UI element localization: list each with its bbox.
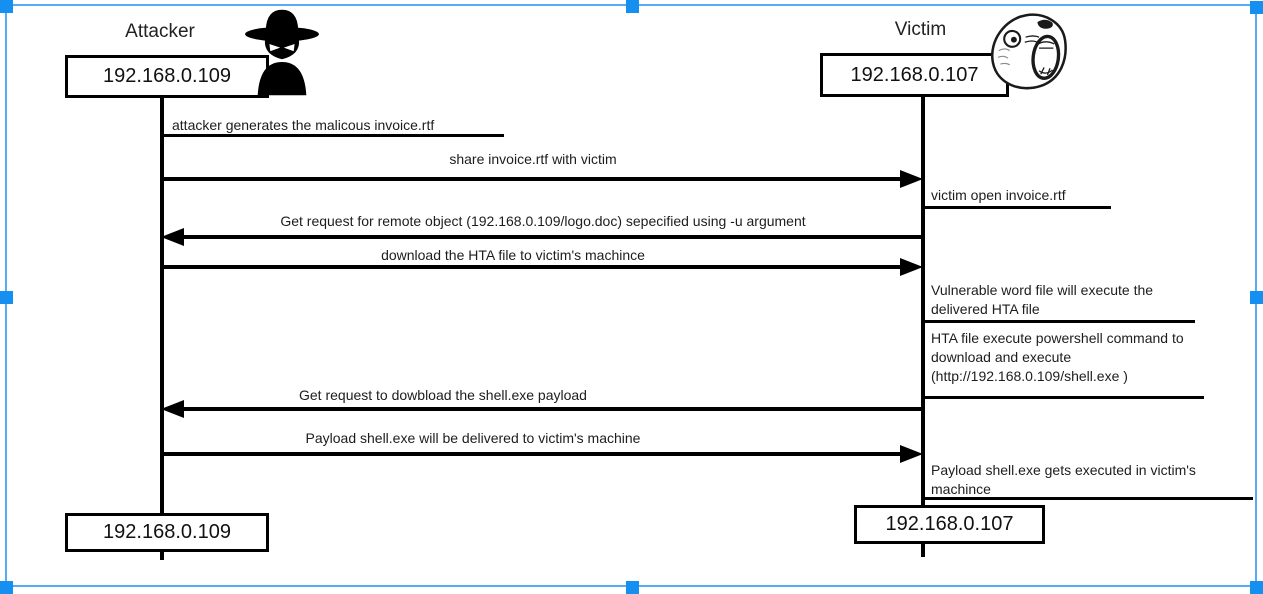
message-text-get-remote-object: Get request for remote object (192.168.0…	[280, 213, 806, 229]
attacker-lifeline	[160, 92, 164, 560]
resize-handle-bottom-center[interactable]	[626, 581, 639, 594]
resize-handle-bottom-left[interactable]	[0, 581, 13, 594]
resize-handle-top-center[interactable]	[626, 0, 639, 13]
attacker-label: Attacker	[125, 21, 195, 42]
message-line-get-shell	[184, 407, 924, 411]
resize-handle-top-left[interactable]	[0, 0, 13, 13]
note-underline-vulnerable-word	[923, 320, 1195, 323]
note-text-hta-powershell: HTA file execute powershell command to d…	[931, 330, 1184, 384]
resize-handle-bottom-right[interactable]	[1250, 581, 1263, 594]
victim-label: Victim	[894, 19, 947, 40]
resize-handle-middle-left[interactable]	[0, 291, 13, 304]
victim-ip-top: 192.168.0.107	[850, 63, 979, 86]
victim-ip-box-bottom: 192.168.0.107	[854, 505, 1045, 544]
note-underline-hta-powershell	[923, 396, 1204, 399]
message-line-payload-delivered	[163, 452, 903, 456]
note-underline-payload-executed	[925, 497, 1253, 500]
arrowhead-left-get-shell	[161, 400, 184, 418]
resize-handle-top-right[interactable]	[1250, 1, 1263, 14]
resize-handle-middle-right[interactable]	[1250, 291, 1263, 304]
message-line-get-remote-object	[184, 235, 924, 239]
message-underline-generate-rtf	[161, 134, 504, 137]
arrowhead-right-share-invoice	[900, 170, 923, 188]
victim-ip-box-top: 192.168.0.107	[820, 53, 1009, 97]
attacker-ip-bottom: 192.168.0.109	[103, 521, 231, 543]
attacker-ip-box-bottom: 192.168.0.109	[65, 513, 269, 552]
arrowhead-left-get-remote-object	[161, 228, 184, 246]
message-line-share-invoice	[163, 177, 903, 181]
note-text-payload-executed: Payload shell.exe gets executed in victi…	[931, 462, 1196, 497]
message-text-share-invoice: share invoice.rtf with victim	[449, 151, 617, 167]
message-text-open-invoice: victim open invoice.rtf	[931, 187, 1066, 203]
message-text-download-hta: download the HTA file to victim's machin…	[381, 247, 645, 263]
victim-lifeline	[921, 91, 925, 557]
message-underline-open-invoice	[923, 206, 1111, 209]
message-line-download-hta	[163, 265, 903, 269]
note-text-vulnerable-word: Vulnerable word file will execute the de…	[931, 282, 1154, 317]
message-text-generate-rtf: attacker generates the malicous invoice.…	[172, 117, 435, 133]
message-text-get-shell: Get request to dowbload the shell.exe pa…	[299, 387, 587, 403]
arrowhead-right-payload-delivered	[900, 445, 923, 463]
lol-face-icon	[985, 12, 1073, 96]
victim-ip-bottom: 192.168.0.107	[885, 513, 1014, 535]
spy-icon	[236, 8, 328, 98]
arrowhead-right-download-hta	[900, 258, 923, 276]
attacker-ip-top: 192.168.0.109	[103, 65, 231, 87]
message-text-payload-delivered: Payload shell.exe will be delivered to v…	[305, 430, 641, 446]
